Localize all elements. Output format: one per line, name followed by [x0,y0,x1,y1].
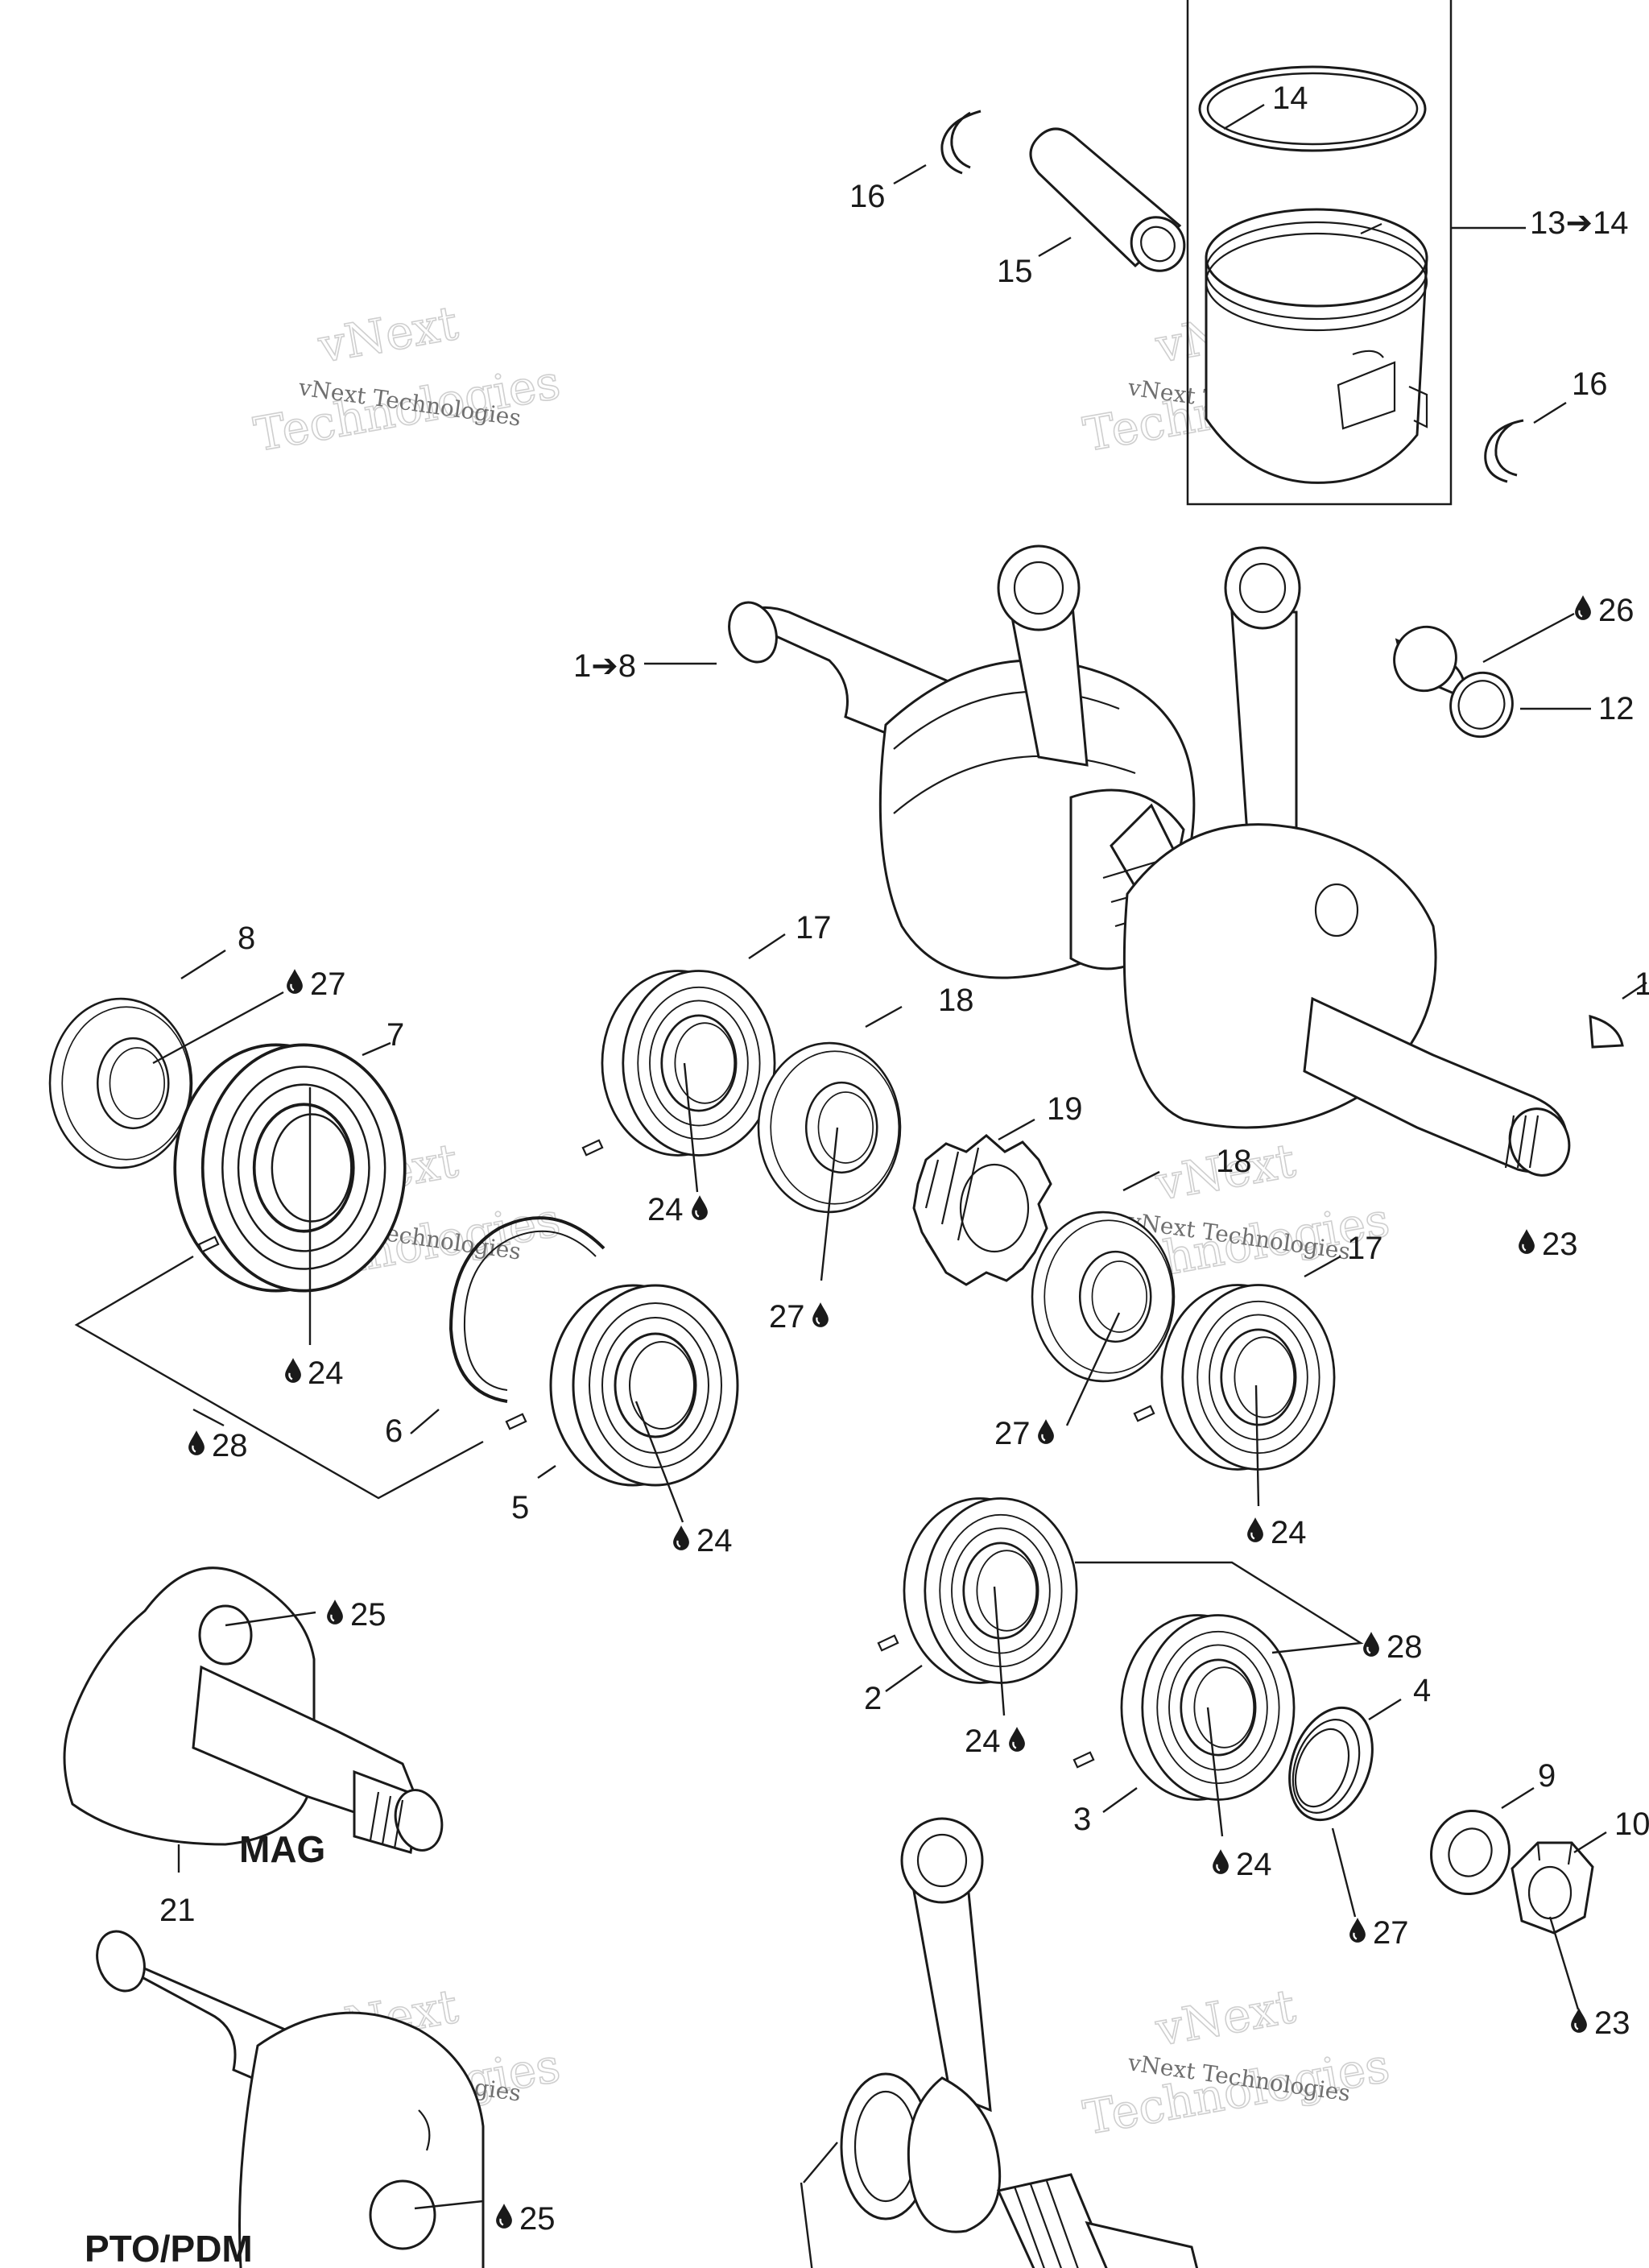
piston-kit-box [1186,0,1453,506]
bracket-28-left [74,1255,484,1500]
oil-seal-4 [1288,1706,1374,1822]
circlip-top [940,110,982,175]
label-27-c: 27 [994,1416,1031,1451]
crank-half-mag [63,1566,444,1854]
oil-drop-icon-28a [188,1430,205,1456]
label-17-right: 17 [1347,1231,1383,1266]
label-13-14: 13➔14 [1530,205,1629,241]
oil-seal-8 [48,997,193,1169]
bearing-17-right [1160,1283,1336,1471]
piston [1205,208,1428,484]
label-25-pto: 25 [519,2201,556,2237]
label-24-a: 24 [647,1192,684,1227]
label-15: 15 [997,254,1033,289]
label-24-b: 24 [308,1355,344,1391]
watermark-6: vNext Technologies vNext Technologies [1079,1978,1394,2146]
label-1-8: 1➔8 [573,648,636,684]
oil-drop-icon-25a [326,1599,344,1625]
label-24-c: 24 [696,1523,733,1558]
bracket-28-right [1075,1561,1364,1654]
oil-drop-icon-23a [1518,1228,1535,1255]
oil-seal-18-left [757,1041,902,1214]
snap-ring-6 [448,1216,605,1403]
label-28-left: 28 [212,1428,248,1463]
label-9: 9 [1538,1758,1556,1794]
dowel-pin-left [197,1235,220,1253]
label-19: 19 [1047,1091,1083,1127]
label-24-e: 24 [965,1724,1001,1759]
label-12: 12 [1598,691,1635,726]
label-8: 8 [238,921,255,956]
label-18-left: 18 [938,983,974,1018]
oil-drop-icon-24c [672,1525,690,1551]
section-label-pto: PTO/PDM [85,2228,253,2268]
label-5: 5 [511,1490,529,1525]
hex-nut-10 [1511,1841,1594,1935]
oil-drop-icon-26 [1574,594,1592,621]
oil-drop-icon-24d [1246,1517,1264,1543]
bearing-17-left [601,969,776,1157]
bearing-5 [549,1284,739,1487]
oil-drop-icon-27c [1037,1418,1055,1445]
woodruff-key [1589,1014,1624,1049]
watermark-1: vNext Technologies vNext Technologies [250,295,564,463]
label-27-d: 27 [1373,1915,1409,1951]
needle-bearing [1393,625,1514,739]
label-21: 21 [159,1893,196,1928]
label-16-left: 16 [849,179,886,214]
section-label-mag: MAG [239,1828,325,1870]
bearing-7 [173,1043,407,1293]
label-23-crank: 23 [1542,1227,1578,1262]
label-14: 14 [1272,81,1308,116]
label-27-a: 27 [310,966,346,1002]
label-24-d: 24 [1271,1515,1307,1550]
helical-gear-19 [912,1134,1052,1286]
piston-pin [1029,127,1186,272]
oil-drop-icon-24f [1212,1848,1230,1875]
oil-drop-icon-27b [812,1302,829,1328]
label-18-right: 18 [1216,1144,1252,1179]
label-25-mag: 25 [350,1597,386,1633]
label-16-right: 16 [1572,366,1608,402]
crank-half-pto [96,1930,485,2268]
label-7: 7 [386,1017,404,1053]
oil-drop-icon-27a [286,968,304,995]
label-11: 1 [1635,966,1649,1002]
bearing-2 [903,1496,1078,1685]
label-24-f: 24 [1236,1847,1272,1882]
oil-drop-icon-24e [1008,1726,1026,1753]
oil-seal-18-right [1031,1211,1176,1383]
label-10: 10 [1614,1807,1649,1842]
oil-drop-icon-24b [284,1357,302,1384]
oil-drop-icon-27d [1349,1917,1366,1943]
oil-drop-icon-24a [691,1194,709,1221]
circlip-right [1484,419,1524,483]
label-17-left: 17 [796,910,832,946]
label-4: 4 [1413,1673,1431,1708]
label-23-nut: 23 [1594,2005,1630,2041]
oil-drop-icon-28b [1362,1631,1380,1658]
crankshaft-assembly [728,544,1571,1177]
label-2: 2 [864,1681,882,1716]
svg-text:vNext: vNext [1151,1979,1300,2057]
connecting-rod-assembly [840,1817,1199,2268]
label-3: 3 [1073,1802,1091,1837]
oil-drop-icon-23b [1570,2007,1588,2034]
label-27-b: 27 [769,1299,805,1335]
label-28-right: 28 [1387,1629,1423,1665]
label-6: 6 [385,1413,403,1449]
svg-text:vNext: vNext [314,296,462,374]
lock-washer-9 [1430,1809,1511,1896]
label-26: 26 [1598,593,1635,628]
piston-ring [1198,65,1427,152]
oil-drop-icon-25b [495,2203,513,2229]
